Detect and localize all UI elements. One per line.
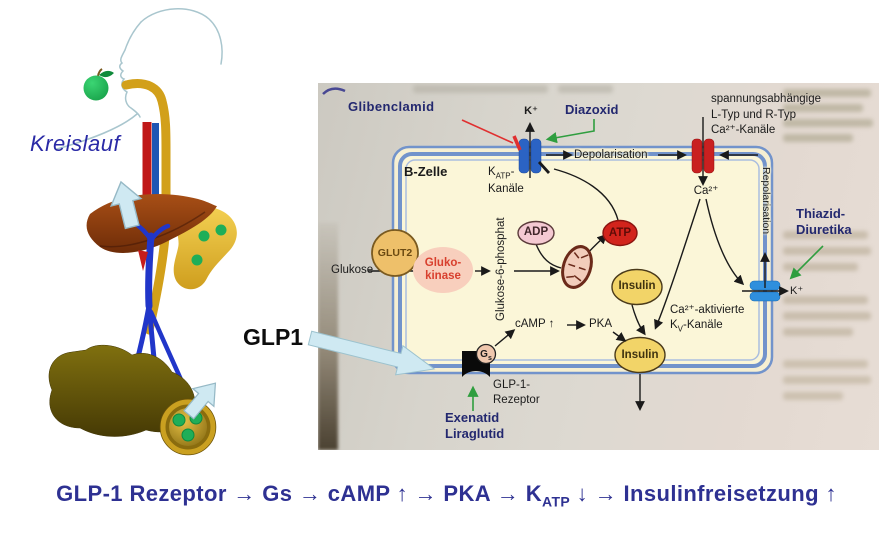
kreislauf-label: Kreislauf	[30, 131, 121, 156]
atp-label: ATP	[608, 227, 632, 239]
stomach-glp1-dots	[191, 224, 227, 266]
background-print-smudge	[783, 376, 871, 384]
adp-blob	[517, 220, 555, 246]
background-print-smudge	[783, 104, 863, 112]
insulin-label-1: Insulin	[618, 280, 656, 292]
atp-blob	[602, 219, 638, 247]
ca2-label: Ca²⁺	[693, 185, 719, 197]
pathway-formula: GLP-1 Rezeptor → Gs → cAMP ↑ → PKA → KAT…	[56, 481, 837, 510]
esophagus	[121, 79, 171, 335]
glibenclamid-label: Glibenclamid	[348, 99, 435, 114]
background-print-smudge	[783, 296, 868, 304]
glp1-receptor-label: GLP-1-Rezeptor	[493, 379, 540, 406]
glukokinase-blob	[413, 247, 473, 293]
textbook-photo: Glibenclamid K⁺ Diazoxid B-Zelle KATP-Ka…	[318, 83, 879, 450]
k-plus-right-label: K⁺	[790, 285, 804, 297]
glut2-label: GLUT2	[377, 247, 413, 259]
insulin-label-2: Insulin	[621, 349, 659, 361]
hepatic-artery-wedge	[138, 250, 148, 271]
k-plus-top-label: K⁺	[524, 105, 538, 117]
glukose-label: Glukose	[331, 264, 374, 276]
b-zelle-label: B-Zelle	[404, 164, 448, 179]
gs-protein	[475, 343, 497, 365]
background-print-smudge	[783, 263, 858, 271]
calcium-action-curves	[654, 198, 745, 330]
insulin-granule-1	[611, 268, 663, 306]
adp-label: ADP	[523, 226, 549, 238]
b-cell-diagram-art	[322, 87, 824, 411]
artery-bar	[142, 122, 152, 234]
anatomy-illustration	[48, 8, 237, 456]
background-print-smudge	[783, 328, 853, 336]
background-print-smudge	[558, 85, 613, 93]
signalling-arrows	[494, 304, 646, 411]
background-print-smudge	[783, 392, 843, 400]
background-print-smudge	[783, 89, 871, 97]
glibenclamid-inhibit-line	[461, 119, 522, 151]
background-print-smudge	[783, 134, 853, 142]
katp-channel	[518, 138, 542, 174]
glukokinase-label: Gluko-kinase	[424, 257, 462, 282]
diazoxid-label: Diazoxid	[565, 102, 619, 117]
mitochondrion	[561, 245, 593, 289]
background-print-smudge	[783, 312, 871, 320]
diazoxid-arrow	[545, 119, 595, 144]
vein-bar	[152, 123, 159, 233]
background-print-smudge	[783, 119, 873, 127]
depolarisation-label: Depolarisation	[574, 149, 648, 161]
thiazid-label: Thiazid-Diuretika	[796, 206, 852, 237]
background-print-smudge	[783, 360, 868, 368]
head-profile-outline	[56, 8, 223, 150]
thiazid-arrow	[789, 245, 824, 280]
background-print-smudge	[413, 85, 548, 93]
background-print-smudge	[783, 247, 871, 255]
background-print-smudge	[783, 231, 868, 239]
katp-channel-label: KATP-Kanäle	[488, 166, 524, 195]
glp1-label: GLP1	[243, 324, 304, 350]
apple-icon	[83, 68, 114, 101]
pen-mark	[322, 87, 346, 95]
g6p-label: Glukose-6-phosphat	[495, 217, 507, 321]
gs-label: Gs	[480, 349, 492, 362]
pka-label: PKA	[589, 318, 613, 330]
camp-label: cAMP ↑	[515, 318, 555, 330]
l-cell-inset	[159, 398, 217, 456]
glp1-to-receptor-arrow	[307, 330, 436, 376]
insulin-granule-2	[614, 336, 666, 374]
glut2-transporter	[371, 229, 419, 277]
repolarisation-label: Repolarisation	[760, 167, 772, 235]
ca-channel	[691, 138, 715, 174]
